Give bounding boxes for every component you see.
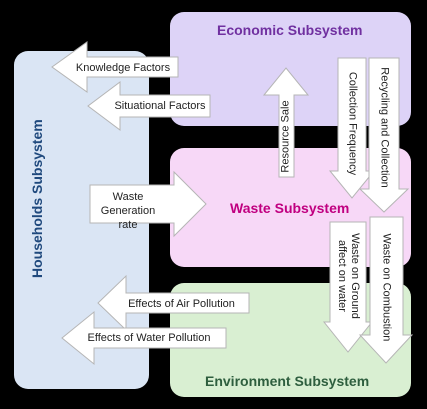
air-pollution-label: Effects of Air Pollution [128, 298, 235, 310]
water-pollution-label: Effects of Water Pollution [87, 332, 211, 344]
waste-on-combustion-arrow [358, 216, 414, 364]
waste-on-ground-label: Waste on Ground affect on water [336, 233, 361, 319]
waste-generation-label: Waste Generation rate [100, 191, 156, 231]
recycling-collection-arrow [358, 57, 410, 213]
air-pollution-arrow [97, 274, 250, 332]
water-pollution-arrow [61, 310, 227, 366]
collection-frequency-arrow [328, 57, 376, 199]
waste-generation-arrow [89, 170, 207, 238]
resource-sale-arrow [262, 67, 310, 178]
collection-frequency-label: Collection Frequency [346, 71, 359, 176]
waste-on-combustion-label: Waste on Combustion [380, 233, 393, 342]
resource-sale-label: Resource Sale [279, 100, 292, 173]
situational-factors-label: Situational Factors [114, 100, 206, 112]
waste-subsystem-title: Waste Subsystem [230, 200, 350, 216]
economic-subsystem-title: Economic Subsystem [217, 22, 363, 38]
knowledge-factors-arrow [51, 41, 179, 93]
waste-on-ground-arrow [322, 221, 374, 353]
recycling-collection-label: Recycling and Collection [378, 67, 391, 188]
knowledge-factors-label: Knowledge Factors [75, 62, 171, 74]
environment-subsystem-title: Environment Subsystem [205, 373, 370, 389]
households-subsystem-title: Households Subsystem [29, 119, 45, 278]
situational-factors-arrow [87, 81, 211, 131]
